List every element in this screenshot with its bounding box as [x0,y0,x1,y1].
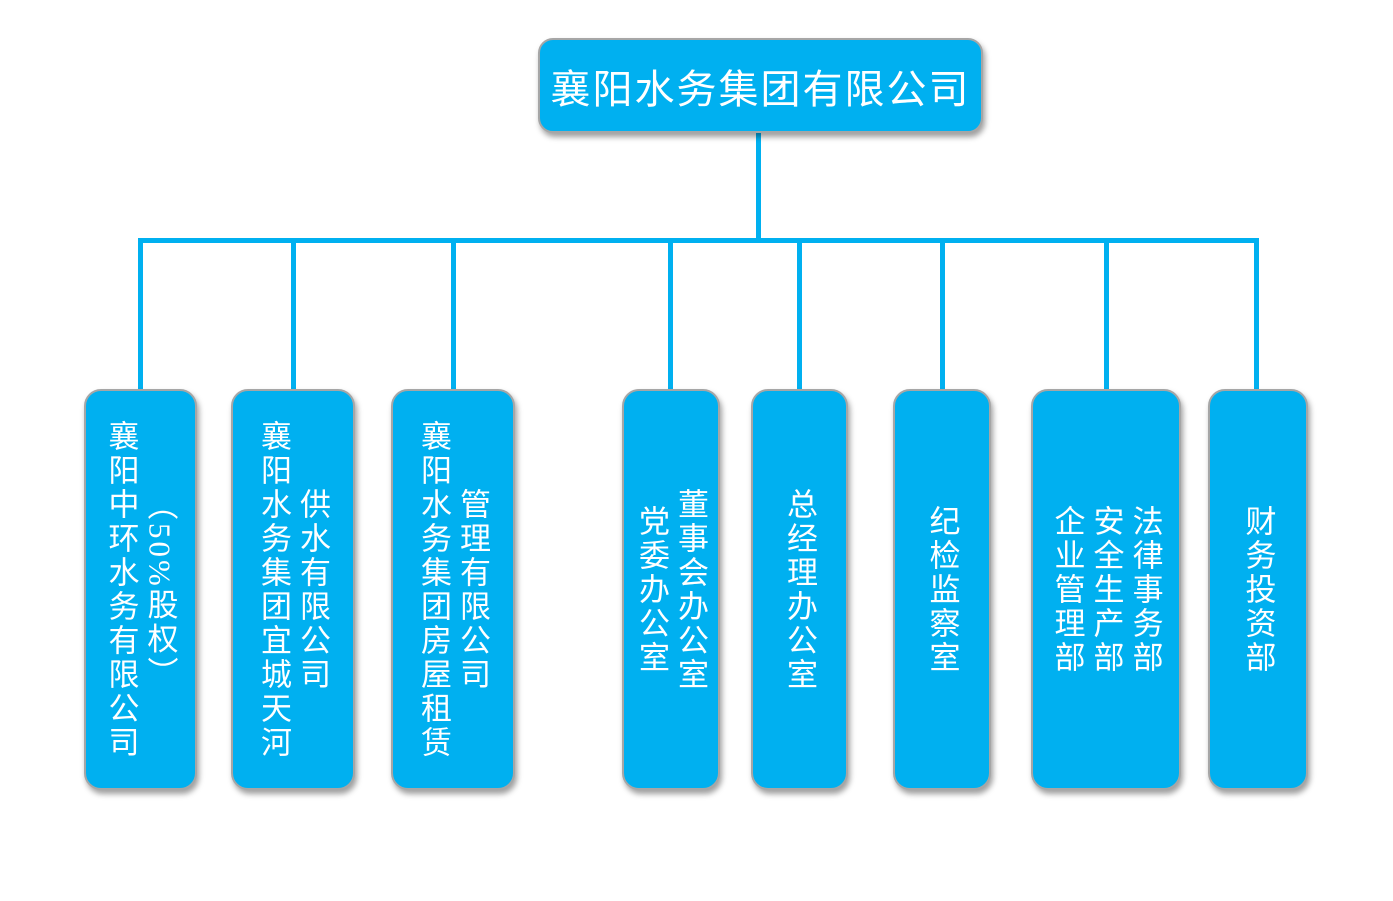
org-node-zhonghuan-water: 襄阳中环水务有限公司 （50%股权） [84,389,197,790]
org-node-finance-investment: 财务投资部 [1208,389,1308,790]
org-node-label: 党委办公室 董事会办公室 [634,487,709,692]
connector-drop-yicheng-tianhe-water [291,241,296,391]
org-node-label: 总经理办公室 [782,487,818,692]
connector-drop-finance-investment [1254,241,1259,391]
connector-drop-party-board-office [668,241,673,391]
connector-root-drop [756,128,761,243]
connector-drop-housing-rental [451,241,456,391]
org-node-enterprise-safety-legal: 企业管理部 安全生产部 法律事务部 [1031,389,1181,790]
org-node-label: 企业管理部 安全生产部 法律事务部 [1049,504,1163,675]
connector-drop-gm-office [797,241,802,391]
org-node-party-board-office: 党委办公室 董事会办公室 [622,389,720,790]
connector-drop-enterprise-safety-legal [1104,241,1109,391]
connector-drop-zhonghuan-water [138,241,143,391]
org-node-label: 襄阳水务集团房屋租赁 管理有限公司 [416,419,491,760]
org-node-housing-rental: 襄阳水务集团房屋租赁 管理有限公司 [391,389,515,790]
org-node-label: 襄阳中环水务有限公司 （50%股权） [103,419,178,760]
connector-horizontal-bus [138,238,1259,243]
org-node-discipline-inspection: 纪检监察室 [893,389,991,790]
org-node-yicheng-tianhe-water: 襄阳水务集团宜城天河 供水有限公司 [231,389,355,790]
org-node-root: 襄阳水务集团有限公司 [538,38,983,133]
org-node-gm-office: 总经理办公室 [751,389,848,790]
org-node-label: 纪检监察室 [924,504,960,675]
connector-drop-discipline-inspection [940,241,945,391]
org-node-root-label: 襄阳水务集团有限公司 [550,66,971,112]
org-node-label: 财务投资部 [1240,504,1276,675]
org-node-label: 襄阳水务集团宜城天河 供水有限公司 [256,419,331,760]
